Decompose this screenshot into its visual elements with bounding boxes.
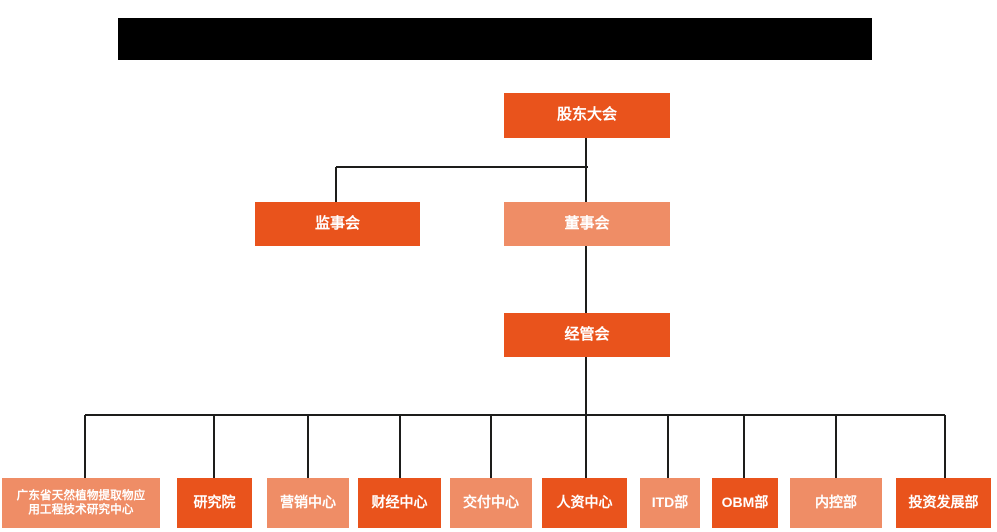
org-node-dept-marketing[interactable]: 营销中心 xyxy=(267,478,349,528)
connector-c-drop-9 xyxy=(835,415,837,478)
redacted-title-bar xyxy=(118,18,872,60)
connector-c-drop-3 xyxy=(307,415,309,478)
org-node-directors[interactable]: 董事会 xyxy=(504,202,670,246)
org-node-dept-research-center[interactable]: 广东省天然植物提取物应 用工程技术研究中心 xyxy=(2,478,160,528)
connector-c-drop-2 xyxy=(213,415,215,478)
connector-c-drop-6 xyxy=(585,415,587,478)
connector-c-dept-bus xyxy=(85,414,945,416)
connector-c-drop-4 xyxy=(399,415,401,478)
connector-c-directors-down xyxy=(585,167,587,202)
org-node-shareholders[interactable]: 股东大会 xyxy=(504,93,670,138)
org-node-supervisors[interactable]: 监事会 xyxy=(255,202,420,246)
connector-c-drop-8 xyxy=(743,415,745,478)
connector-c-drop-1 xyxy=(84,415,86,478)
org-node-management[interactable]: 经管会 xyxy=(504,313,670,357)
org-node-dept-investment[interactable]: 投资发展部 xyxy=(896,478,991,528)
org-node-dept-hr[interactable]: 人资中心 xyxy=(542,478,627,528)
connector-c-supervisors-down xyxy=(335,167,337,202)
org-node-dept-institute[interactable]: 研究院 xyxy=(177,478,252,528)
connector-c-top-bus xyxy=(336,166,588,168)
connector-c-drop-10 xyxy=(944,415,946,478)
org-node-dept-obm[interactable]: OBM部 xyxy=(712,478,778,528)
connector-c-shareholders-down xyxy=(585,138,587,168)
connector-c-mgmt-down xyxy=(585,357,587,416)
connector-c-drop-5 xyxy=(490,415,492,478)
org-node-dept-itd[interactable]: ITD部 xyxy=(640,478,700,528)
org-node-dept-delivery[interactable]: 交付中心 xyxy=(450,478,532,528)
connector-c-drop-7 xyxy=(667,415,669,478)
connector-c-directors-to-mgmt xyxy=(585,246,587,313)
org-node-dept-internal-control[interactable]: 内控部 xyxy=(790,478,882,528)
org-node-dept-finance[interactable]: 财经中心 xyxy=(358,478,441,528)
